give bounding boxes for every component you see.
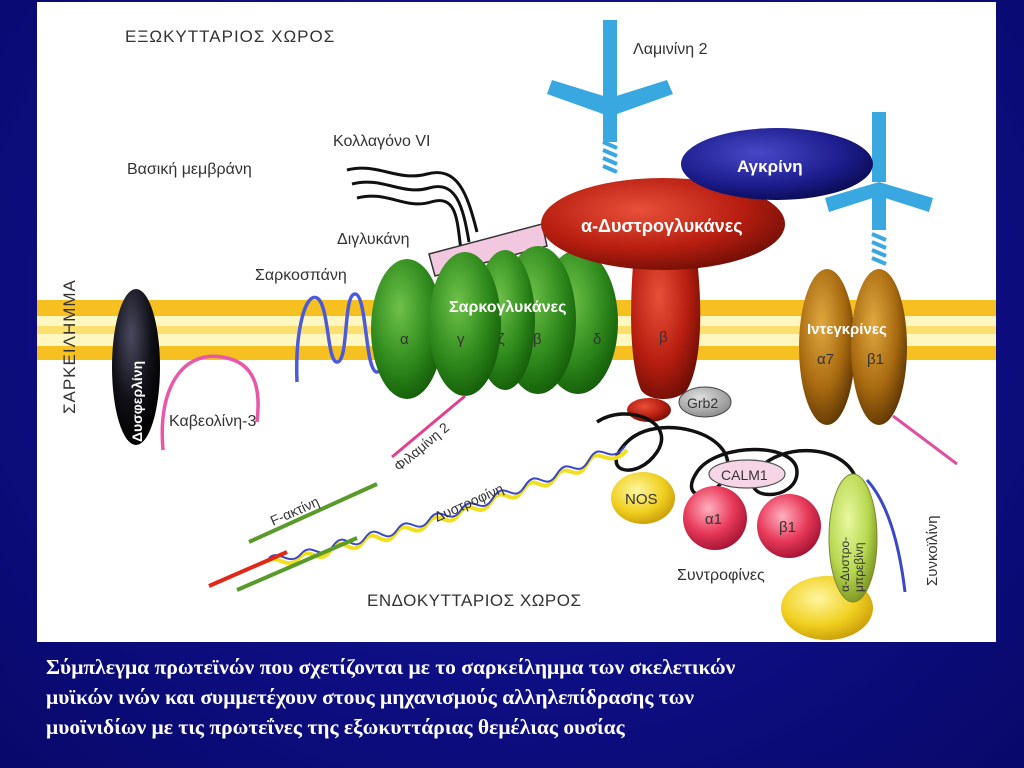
caption: Σύμπλεγμα πρωτεϊνών που σχετίζονται με τ…	[46, 652, 996, 742]
syntrophins-label: Συντροφίνες	[677, 567, 765, 584]
integrin-tail	[892, 414, 958, 466]
integrin-b1-label: β1	[867, 351, 884, 368]
filamin-2	[391, 394, 466, 459]
sarcoglycan-gamma	[429, 252, 501, 396]
agrin	[681, 128, 873, 200]
integrin-alpha7	[799, 269, 855, 425]
laminin-2	[547, 20, 673, 174]
nos	[611, 472, 675, 524]
alpha-dystrobrevin-label-2: μπρεβίνη	[852, 542, 866, 592]
caption-line-1: Σύμπλεγμα πρωτεϊνών που σχετίζονται με τ…	[46, 655, 736, 679]
grb2-label: Grb2	[687, 395, 718, 411]
caption-line-3: μυοϊνιδίων με τις πρωτεΐνες της εξωκυττά…	[46, 715, 625, 739]
diagram-panel: Δυσφερλίνη Σαρκογλυκάνες α γ ζ β δ β	[37, 2, 996, 642]
integrins-label: Ιντεγκρίνες	[807, 321, 887, 338]
integrin-beta1	[851, 269, 907, 425]
dysferlin	[112, 289, 160, 445]
caveolin-label: Καβεολίνη-3	[169, 413, 256, 430]
caveolin-3	[160, 354, 260, 451]
calm1	[708, 459, 786, 489]
extracellular-label: ΕΞΩΚΥΤΤΑΡΙΟΣ ΧΩΡΟΣ	[125, 27, 335, 46]
syntrophin-alpha1	[683, 486, 747, 550]
syncoilin-label: Συνκοϊλίνη	[924, 515, 941, 586]
sarcoglycans-label: Σαρκογλυκάνες	[449, 299, 566, 316]
syncoilin	[865, 478, 907, 593]
caption-line-2: μυϊκών ινών και συμμετέχουν στους μηχανι…	[46, 685, 695, 709]
dysferlin-label: Δυσφερλίνη	[129, 361, 145, 442]
integrin-a7-label: α7	[817, 351, 834, 368]
laminin-label: Λαμινίνη 2	[633, 41, 708, 58]
sg-gamma-label: γ	[457, 331, 465, 348]
alpha-dystroglycan-label: α-Δυστρογλυκάνες	[581, 216, 743, 236]
sg-delta-label: δ	[593, 331, 601, 348]
collagen-label: Κολλαγόνο VI	[333, 133, 430, 150]
laminin-2-right	[825, 112, 933, 266]
filamin-label: Φιλαμίνη 2	[391, 419, 453, 474]
agrin-label: Αγκρίνη	[737, 157, 803, 176]
collagen-vi	[346, 166, 479, 251]
syntrophin-beta1	[757, 494, 821, 558]
f-actin	[208, 482, 378, 592]
alpha-dystrobrevin	[828, 473, 878, 603]
calm1-label: CALM1	[721, 467, 768, 483]
biglycan-label: Διγλυκάνη	[337, 231, 410, 248]
protein-complex-diagram: Δυσφερλίνη Σαρκογλυκάνες α γ ζ β δ β	[37, 20, 996, 640]
sg-beta-label: β	[533, 331, 542, 348]
sg-alpha-label: α	[400, 331, 409, 348]
basement-membrane-label: Βασική μεμβράνη	[127, 161, 252, 178]
grb2	[678, 386, 732, 418]
syn-b1-label: β1	[779, 519, 796, 536]
nos-label: NOS	[625, 491, 658, 508]
beta-dystroglycan	[631, 242, 701, 399]
dystrophin-strand-blue	[268, 445, 626, 561]
beta-dg-label: β	[659, 329, 668, 346]
intracellular-label: ΕΝΔΟΚΥΤΤΑΡΙΟΣ ΧΩΡΟΣ	[367, 591, 582, 610]
sarcolemma-label: ΣΑΡΚΕΙΛΗΜΜΑ	[60, 279, 79, 414]
sarcoglycan-complex	[371, 246, 618, 399]
sarcoglycan-alpha	[371, 259, 443, 399]
alpha-dystrobrevin-label-1: α-Δυστρο-	[838, 537, 852, 592]
alpha-dystroglycan	[541, 178, 785, 270]
syn-a1-label: α1	[705, 511, 722, 528]
sarcospan-label: Σαρκοσπάνη	[255, 267, 347, 284]
dystrophin-label: Δυστροφίνη	[432, 480, 506, 525]
sg-zeta-label: ζ	[498, 331, 505, 348]
